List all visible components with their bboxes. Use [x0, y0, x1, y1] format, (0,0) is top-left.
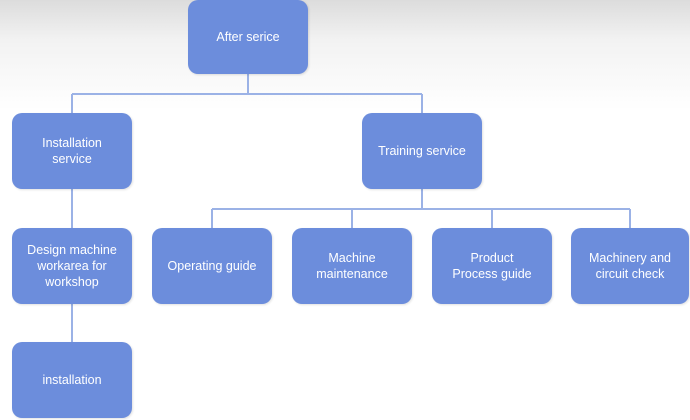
- product-process-guide-label-line-1: Product: [470, 251, 514, 265]
- installation-service-node: Installation service: [12, 113, 132, 189]
- machine-maintenance-label-line-1: Machine: [328, 251, 376, 265]
- design-machine-label-line-2: workarea for: [37, 259, 107, 273]
- installation-label: installation: [42, 373, 102, 387]
- training-service-node: Training service: [362, 113, 482, 189]
- machine-maintenance-node: Machine maintenance: [292, 228, 412, 304]
- machinery-circuit-check-label-line-2: circuit check: [595, 267, 665, 281]
- operating-guide-label: Operating guide: [167, 259, 257, 273]
- installation-service-label-line-2: service: [52, 152, 92, 166]
- training-service-label: Training service: [378, 144, 466, 158]
- after-service-label: After serice: [216, 30, 280, 44]
- machinery-circuit-check-node: Machinery and circuit check: [571, 228, 689, 304]
- design-machine-workarea-node: Design machine workarea for workshop: [12, 228, 132, 304]
- machine-maintenance-label-line-2: maintenance: [316, 267, 388, 281]
- product-process-guide-node: Product Process guide: [432, 228, 552, 304]
- installation-node: installation: [12, 342, 132, 418]
- after-service-node: After serice: [188, 0, 308, 74]
- installation-service-label-line-1: Installation: [42, 136, 102, 150]
- design-machine-label-line-1: Design machine: [27, 243, 117, 257]
- machinery-circuit-check-label-line-1: Machinery and: [589, 251, 671, 265]
- design-machine-label-line-3: workshop: [45, 275, 99, 289]
- operating-guide-node: Operating guide: [152, 228, 272, 304]
- product-process-guide-label-line-2: Process guide: [452, 267, 532, 281]
